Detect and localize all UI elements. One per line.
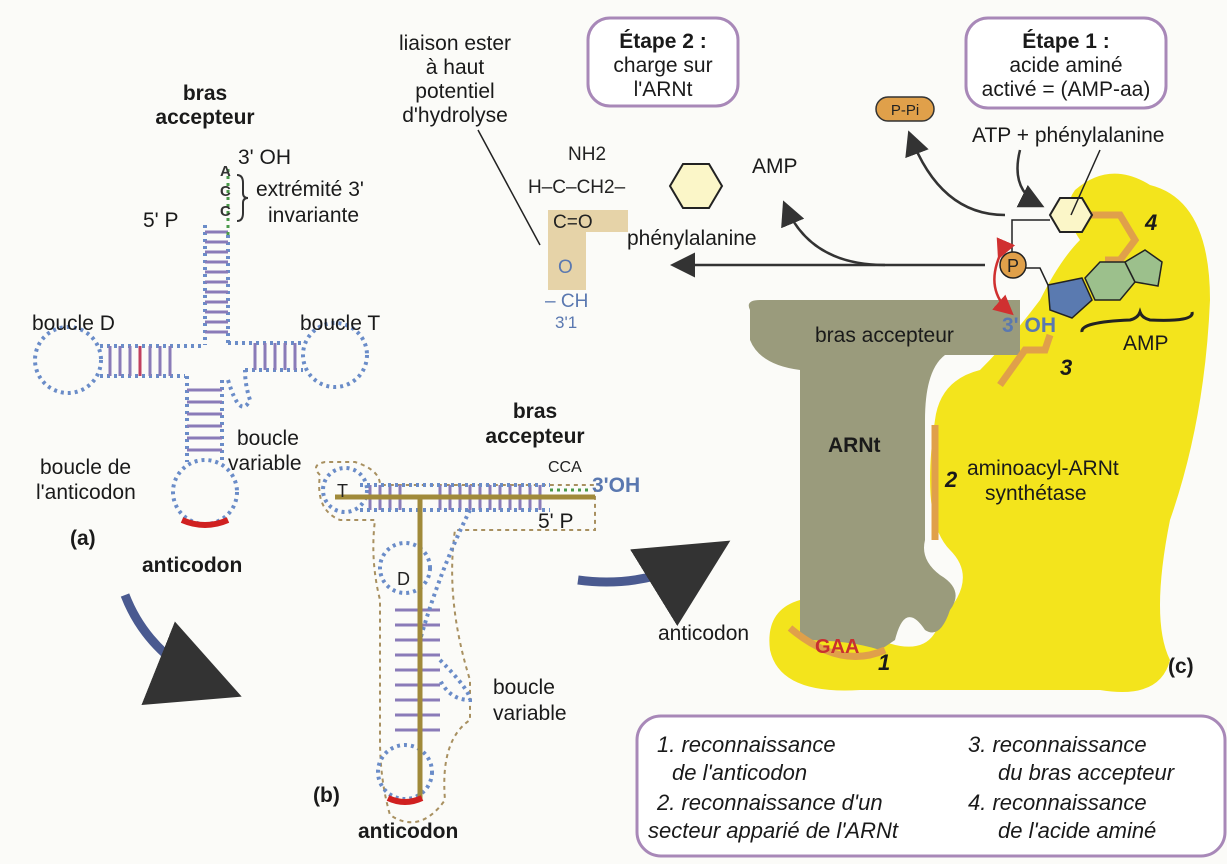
etape1-box: Étape 1 : acide aminé activé = (AMP-aa) (964, 16, 1168, 110)
brace-icon (236, 174, 249, 222)
anticodon-arm (171, 376, 239, 528)
b-5p-label: 5' P (538, 510, 574, 533)
d-arm (33, 325, 205, 395)
site-3: 3 (1060, 355, 1072, 380)
anticodon-triplet (180, 517, 230, 528)
legend-1-line2: de l'anticodon (672, 760, 807, 785)
b-anticodon-triplet (386, 795, 424, 805)
gaa-anticodon: GAA (815, 636, 859, 658)
b-variable-label: variable (493, 702, 567, 725)
legend-3-line2: du bras accepteur (998, 760, 1176, 785)
ppi-badge (875, 96, 935, 122)
phenylalanine-structure: NH2 H–C–CH2– C=O O – CH 3'1 phénylalanin… (528, 144, 757, 332)
a-acc-1: A (220, 163, 231, 180)
a-acc-3: C (220, 203, 231, 220)
a-accepteur-label: accepteur (155, 106, 254, 129)
b-cca-label: CCA (548, 459, 582, 476)
a-5p-label: 5' P (143, 209, 179, 232)
b-d-label: D (397, 569, 410, 589)
c-panel-label: (c) (1168, 655, 1194, 678)
arrow-a-to-b (120, 593, 242, 706)
etape2-line2: l'ARNt (634, 78, 693, 101)
a-3oh-label: 3' OH (238, 146, 291, 169)
phosphate-label: P (1007, 256, 1019, 276)
arrow-amp (781, 200, 886, 267)
etape1-line1: acide aminé (1009, 54, 1122, 77)
c-anticodon-label: anticodon (658, 622, 749, 645)
b-panel-label: (b) (313, 784, 340, 807)
b-3oh-label: 3'OH (592, 474, 640, 497)
c-3oh-label: 3' OH (1002, 314, 1056, 337)
a-extremite-label: extrémité 3' (256, 178, 364, 201)
recognition-sites (787, 211, 1140, 660)
site-4: 4 (1144, 210, 1157, 235)
a-acc-2: C (220, 183, 231, 200)
a-boucle-de-label: boucle de (40, 456, 131, 479)
red-double-arrow (992, 237, 1016, 316)
site-2: 2 (944, 467, 958, 492)
liaison-line2: à haut (426, 56, 485, 79)
c-bras-accepteur-label: bras accepteur (815, 324, 954, 347)
amp-brace (1080, 307, 1194, 333)
chem-nh2: NH2 (568, 144, 606, 165)
etape2-box: Étape 2 : charge sur l'ARNt (586, 16, 740, 108)
b-t-label: T (337, 481, 348, 501)
b-accepteur-label: accepteur (485, 425, 584, 448)
liaison-line1: liaison ester (399, 32, 511, 55)
benzene-ring-icon (668, 163, 724, 209)
legend-4-line1: 4. reconnaissance (968, 790, 1147, 815)
a-variable-label: variable (228, 452, 302, 475)
a-boucle-t-label: boucle T (300, 312, 380, 335)
c-amp-label: AMP (1123, 332, 1169, 355)
b-anticodon-label: anticodon (358, 820, 458, 843)
liaison-line4: d'hydrolyse (402, 104, 508, 127)
etape1-title: Étape 1 : (1022, 30, 1110, 53)
arrow-b-to-c (577, 540, 731, 627)
arrow-atp (1016, 149, 1045, 208)
etape1-line2: activé = (AMP-aa) (982, 78, 1151, 101)
amp-released-label: AMP (752, 155, 798, 178)
synthetase-line2: synthétase (985, 482, 1087, 505)
chem-3prime: 3'1 (555, 313, 577, 332)
a-anticodon-label: anticodon (142, 554, 242, 577)
a-invariante-label: invariante (268, 204, 359, 227)
a-panel-label: (a) (70, 527, 96, 550)
synthetase-line1: aminoacyl-ARNt (967, 457, 1119, 480)
etape2-title: Étape 2 : (619, 30, 707, 53)
phenylalanine-label: phénylalanine (627, 227, 757, 250)
legend-2-line1: 2. reconnaissance d'un (656, 790, 883, 815)
cloverleaf-structure (33, 165, 369, 528)
legend-2-line2: secteur apparié de l'ARNt (648, 818, 899, 843)
a-anticodon-loop-label: l'anticodon (36, 481, 136, 504)
arnt-label: ARNt (828, 434, 881, 457)
liaison-pointer (477, 129, 541, 246)
a-bras-label: bras (183, 82, 227, 105)
atp-label: ATP + phénylalanine (972, 124, 1164, 147)
b-boucle-label: boucle (493, 676, 555, 699)
acceptor-stem (203, 165, 230, 345)
legend-box: 1. reconnaissance de l'anticodon 2. reco… (635, 714, 1227, 858)
etape2-line1: charge sur (613, 54, 712, 77)
a-boucle-label: boucle (237, 427, 299, 450)
legend-4-line2: de l'acide aminé (998, 818, 1156, 843)
trna-shape (748, 300, 1020, 650)
chem-hc: H–C–CH2– (528, 177, 626, 198)
legend-1-line1: 1. reconnaissance (657, 732, 836, 757)
arrow-ppi (905, 130, 1006, 217)
l-shaped-structure (315, 461, 596, 824)
chem-ch: – CH (545, 291, 588, 312)
a-boucle-d-label: boucle D (32, 312, 115, 335)
t-arm (226, 321, 369, 409)
liaison-line3: potentiel (415, 80, 494, 103)
ppi-label: P-Pi (891, 102, 919, 119)
legend-3-line1: 3. reconnaissance (968, 732, 1147, 757)
chem-co: C=O (553, 212, 593, 233)
b-bras-label: bras (513, 400, 557, 423)
synthetase-enzyme (769, 173, 1210, 693)
site-1: 1 (878, 650, 890, 675)
chem-o: O (558, 257, 573, 278)
amp-aa-complex: P (992, 149, 1194, 333)
